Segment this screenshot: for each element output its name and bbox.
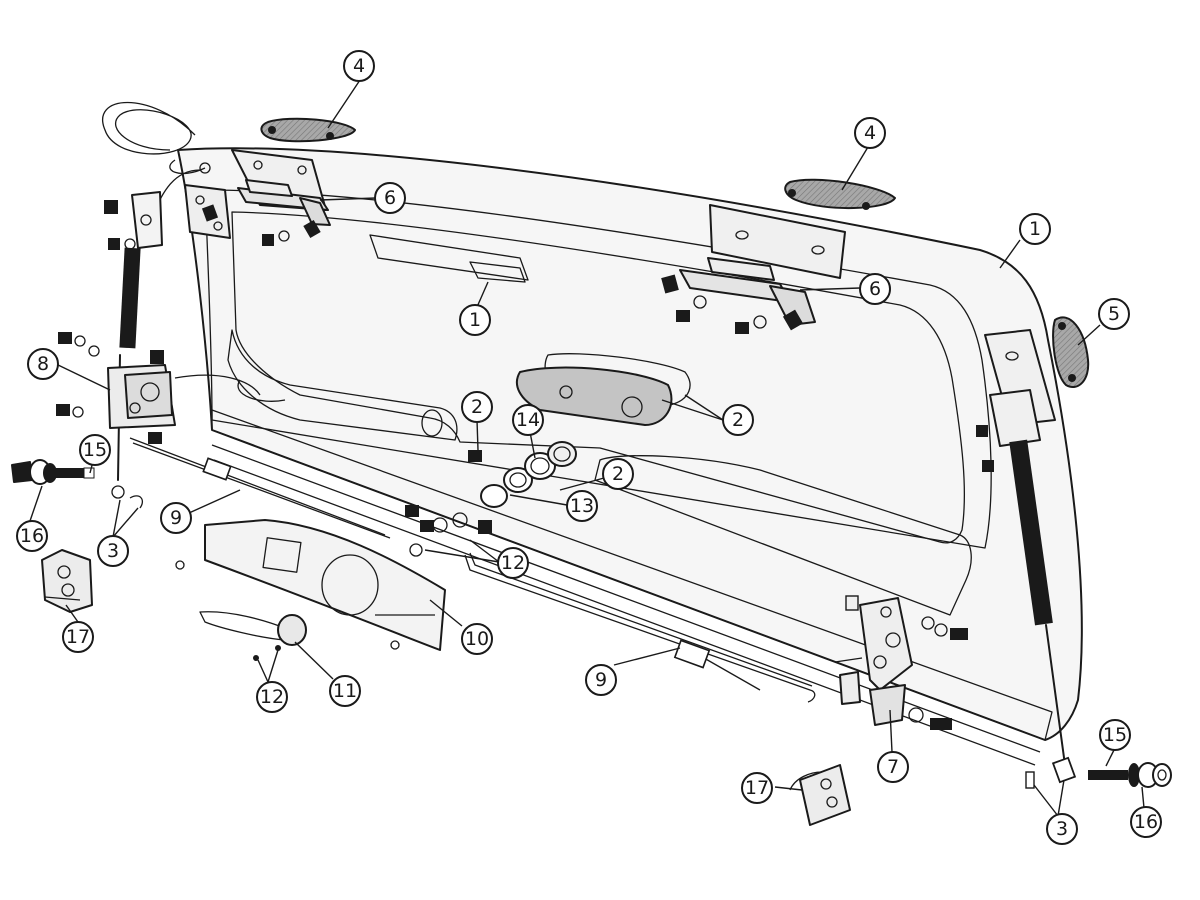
support-strut-right <box>976 389 1077 789</box>
svg-text:15: 15 <box>1103 724 1127 746</box>
support-strut-left <box>104 191 163 481</box>
callout-4-left: 4 <box>343 50 375 82</box>
svg-text:16: 16 <box>1134 811 1158 833</box>
svg-text:12: 12 <box>260 686 284 708</box>
svg-text:8: 8 <box>37 353 49 375</box>
bump-pad-side <box>1052 316 1090 388</box>
window-recess <box>231 211 966 544</box>
handle-mechanism-plate <box>175 519 446 651</box>
callout-16-right: 16 <box>1130 806 1162 838</box>
svg-text:13: 13 <box>570 495 594 517</box>
svg-text:3: 3 <box>107 540 119 562</box>
svg-text:17: 17 <box>66 626 90 648</box>
callout-13: 13 <box>566 490 598 522</box>
callout-15-left: 15 <box>79 434 111 466</box>
lock-cylinder <box>468 441 577 508</box>
svg-text:15: 15 <box>83 439 107 461</box>
svg-text:11: 11 <box>333 680 357 702</box>
latch-right <box>834 595 913 726</box>
svg-text:5: 5 <box>1108 303 1120 325</box>
svg-text:6: 6 <box>869 278 881 300</box>
callout-11: 11 <box>329 675 361 707</box>
svg-text:6: 6 <box>384 187 396 209</box>
svg-text:7: 7 <box>887 756 899 778</box>
callout-1-top: 1 <box>1019 213 1051 245</box>
callout-2-a: 2 <box>461 391 493 423</box>
svg-text:2: 2 <box>471 396 483 418</box>
latch-fasteners-left <box>56 332 144 509</box>
svg-text:17: 17 <box>745 777 769 799</box>
svg-text:2: 2 <box>612 463 624 485</box>
release-handle <box>199 611 307 661</box>
callout-5: 5 <box>1098 298 1130 330</box>
callout-14: 14 <box>512 404 544 436</box>
callout-16-left: 16 <box>16 520 48 552</box>
callout-4-right: 4 <box>854 117 886 149</box>
callout-9-left: 9 <box>160 502 192 534</box>
handle-bezel <box>515 353 691 426</box>
svg-text:1: 1 <box>1029 218 1041 240</box>
svg-text:16: 16 <box>20 525 44 547</box>
latch-rod-left <box>129 437 391 539</box>
svg-text:9: 9 <box>170 507 182 529</box>
bump-pad-left <box>260 117 356 143</box>
callout-12-left: 12 <box>256 681 288 713</box>
striker-bolt-right <box>1088 762 1172 788</box>
hinge-right <box>661 257 816 334</box>
svg-text:2: 2 <box>732 409 744 431</box>
handle-link-parts <box>405 505 492 557</box>
svg-text:1: 1 <box>469 309 481 331</box>
callout-1-center: 1 <box>459 304 491 336</box>
hinge-plate-right <box>709 204 846 279</box>
svg-text:9: 9 <box>595 669 607 691</box>
callout-3-left: 3 <box>97 535 129 567</box>
callout-7: 7 <box>877 751 909 783</box>
callout-2-c: 2 <box>602 458 634 490</box>
callout-9-right: 9 <box>585 664 617 696</box>
svg-text:3: 3 <box>1056 818 1068 840</box>
callout-6-left: 6 <box>374 182 406 214</box>
callout-8: 8 <box>27 348 59 380</box>
callout-3-right: 3 <box>1046 813 1078 845</box>
svg-text:4: 4 <box>353 55 365 77</box>
hinge-left <box>201 179 331 246</box>
callout-17-left: 17 <box>62 621 94 653</box>
callout-2-b: 2 <box>722 404 754 436</box>
striker-bracket-right <box>789 764 851 826</box>
striker-bolt-left <box>11 459 95 485</box>
bump-pad-right <box>784 178 896 210</box>
callout-12-center: 12 <box>497 547 529 579</box>
striker-bracket-left <box>41 549 93 613</box>
callout-6-right: 6 <box>859 273 891 305</box>
callout-15-right: 15 <box>1099 719 1131 751</box>
svg-text:12: 12 <box>501 552 525 574</box>
latch-left <box>107 350 286 444</box>
callout-17-right: 17 <box>741 772 773 804</box>
latch-fasteners-right <box>908 616 968 730</box>
callout-10: 10 <box>461 623 493 655</box>
svg-text:10: 10 <box>465 628 489 650</box>
tailgate-panel <box>177 147 1083 766</box>
svg-text:4: 4 <box>864 122 876 144</box>
svg-text:14: 14 <box>516 409 540 431</box>
leader-lines <box>29 79 1145 817</box>
